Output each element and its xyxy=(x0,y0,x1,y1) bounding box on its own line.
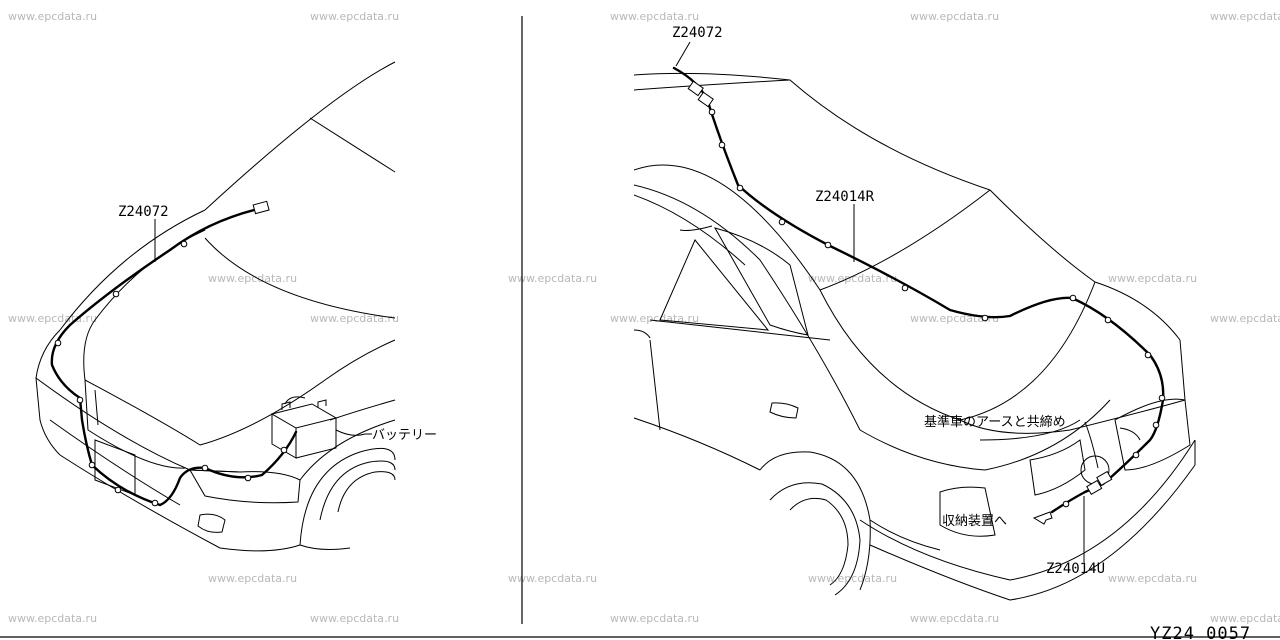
watermark: www.epcdata.ru xyxy=(910,10,999,23)
watermark: www.epcdata.ru xyxy=(310,612,399,625)
watermark: www.epcdata.ru xyxy=(8,612,97,625)
watermark: www.epcdata.ru xyxy=(808,272,897,285)
part-number-rear-bottom: Z24014U xyxy=(1046,561,1105,577)
watermark: www.epcdata.ru xyxy=(1210,612,1280,625)
storage-note-label: 収納装置へ xyxy=(942,514,1007,529)
watermark: www.epcdata.ru xyxy=(808,572,897,585)
watermark: www.epcdata.ru xyxy=(508,572,597,585)
arrow-left-icon xyxy=(1032,511,1053,525)
watermark: www.epcdata.ru xyxy=(508,272,597,285)
watermark: www.epcdata.ru xyxy=(910,612,999,625)
watermark: www.epcdata.ru xyxy=(610,312,699,325)
harness-connector-icon xyxy=(687,80,1113,496)
harness-clip-icon xyxy=(54,240,288,507)
diagram-code: YZ24 0057 xyxy=(1150,624,1251,640)
watermark: www.epcdata.ru xyxy=(208,272,297,285)
harness-connector-icon xyxy=(252,200,270,215)
watermark: www.epcdata.ru xyxy=(1108,272,1197,285)
watermark: www.epcdata.ru xyxy=(1210,312,1280,325)
battery-label: バッテリー xyxy=(372,428,437,443)
front-antenna-harness xyxy=(50,200,298,507)
watermark: www.epcdata.ru xyxy=(1210,10,1280,23)
part-number-rear-top: Z24072 xyxy=(672,25,723,41)
part-number-rear-main: Z24014R xyxy=(815,189,875,205)
right-callouts: Z24072 Z24014R 基準車のアースと共締め 収納装置へ Z24014U xyxy=(672,25,1105,577)
ground-note-label: 基準車のアースと共締め xyxy=(924,414,1066,430)
rear-car-outline xyxy=(633,72,1196,601)
watermark: www.epcdata.ru xyxy=(208,572,297,585)
harness-clip-icon xyxy=(708,108,1166,508)
left-callouts: Z24072 バッテリー xyxy=(118,204,437,443)
watermark: www.epcdata.ru xyxy=(8,10,97,23)
rear-antenna-harness xyxy=(672,66,1166,514)
watermark: www.epcdata.ru xyxy=(310,312,399,325)
watermark: www.epcdata.ru xyxy=(610,10,699,23)
part-number-front-harness: Z24072 xyxy=(118,204,169,220)
watermark: www.epcdata.ru xyxy=(610,612,699,625)
front-car-outline xyxy=(35,61,396,552)
watermark: www.epcdata.ru xyxy=(1108,572,1197,585)
watermark-grid: www.epcdata.ru www.epcdata.ru www.epcdat… xyxy=(8,10,1280,625)
watermark: www.epcdata.ru xyxy=(310,10,399,23)
battery-icon xyxy=(270,396,338,459)
